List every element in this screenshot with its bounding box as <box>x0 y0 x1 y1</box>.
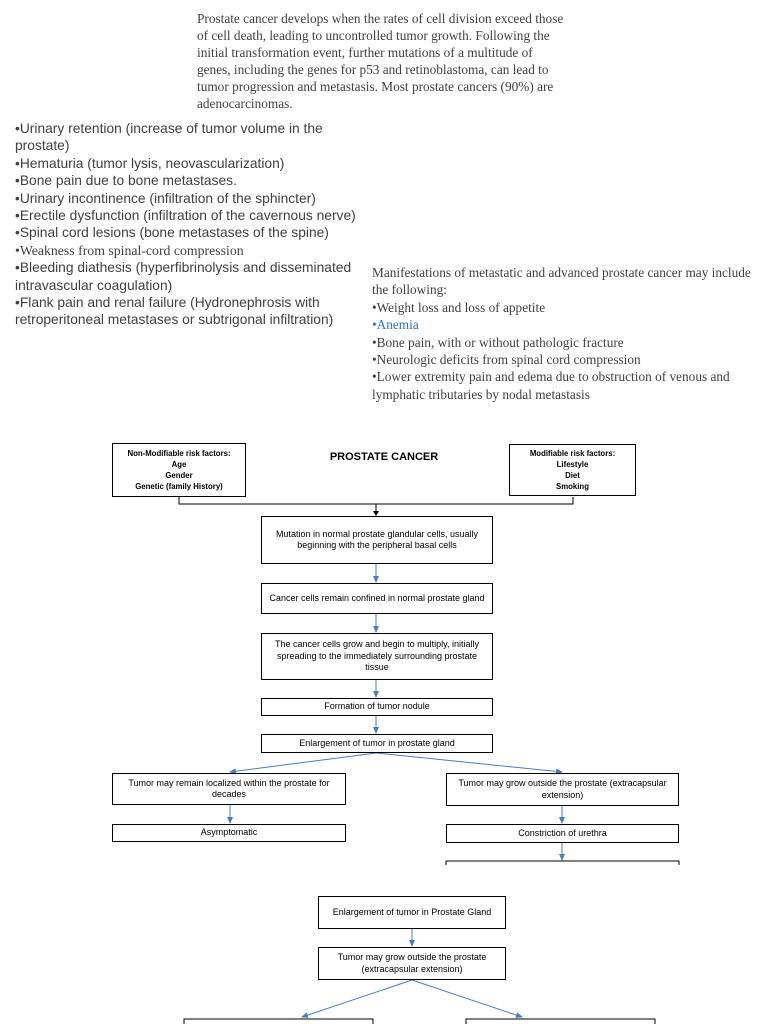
intro-paragraph: Prostate cancer develops when the rates … <box>197 11 564 111</box>
flow-step-box: Enlargement of tumor in prostate gland <box>261 734 493 753</box>
list-item: •Erectile dysfunction (infiltration of t… <box>15 208 356 224</box>
list-item: •Weakness from spinal-cord compression <box>15 242 244 258</box>
box-heading: Non-Modifiable risk factors: <box>127 449 231 458</box>
flow-step-box: Cancer cells remain confined in normal p… <box>261 583 493 614</box>
list-item: •Bone pain due to bone metastases. <box>15 173 237 189</box>
flow-step-box: Mutation in normal prostate glandular ce… <box>261 516 493 564</box>
truncated-box <box>465 1018 656 1024</box>
list-item: •Urinary retention (increase of tumor vo… <box>15 121 323 154</box>
flow-step-box: Enlargement of tumor in Prostate Gland <box>318 896 506 929</box>
risk-factor-brace <box>178 497 574 505</box>
arrow <box>301 979 413 1018</box>
list-item: Smoking <box>556 482 589 491</box>
flow-step-box: The cancer cells grow and begin to multi… <box>261 633 493 680</box>
list-item: Diet <box>565 471 580 480</box>
list-item: Genetic (family History) <box>135 482 223 491</box>
non-modifiable-risk-box: Non-Modifiable risk factors: Age Gender … <box>112 443 246 497</box>
flowchart-title: PROSTATE CANCER <box>329 451 439 463</box>
modifiable-risk-box: Modifiable risk factors: Lifestyle Diet … <box>509 444 636 496</box>
arrow <box>375 752 563 775</box>
list-item: •Flank pain and renal failure (Hydroneph… <box>15 295 334 328</box>
list-item: •Bleeding diathesis (hyperfibrinolysis a… <box>15 260 352 293</box>
arrow <box>411 979 523 1018</box>
flow-step-box: Formation of tumor nodule <box>261 698 493 716</box>
truncated-box <box>445 860 680 865</box>
flow-step-box: Asymptomatic <box>112 824 346 842</box>
list-item: •Lower extremity pain and edema due to o… <box>372 369 730 402</box>
list-item: Age <box>171 460 187 469</box>
list-item: •Bone pain, with or without pathologic f… <box>372 334 624 350</box>
list-item: •Anemia <box>372 317 419 333</box>
metastatic-manifestations: Manifestations of metastatic and advance… <box>372 264 752 403</box>
truncated-box <box>183 1018 374 1024</box>
flow-step-box: Tumor may grow outside the prostate (ext… <box>446 773 679 806</box>
flow-step-box: Constriction of urethra <box>446 824 679 843</box>
list-item: •Weight loss and loss of appetite <box>372 299 546 315</box>
list-item: •Urinary incontinence (infiltration of t… <box>15 190 316 206</box>
flow-step-box: Tumor may grow outside the prostate (ext… <box>318 947 506 980</box>
list-item: •Neurologic deficits from spinal cord co… <box>372 352 641 368</box>
metastatic-heading: Manifestations of metastatic and advance… <box>372 265 751 298</box>
list-item: •Spinal cord lesions (bone metastases of… <box>15 225 329 241</box>
list-item: •Hematuria (tumor lysis, neovascularizat… <box>15 155 285 171</box>
arrow <box>229 752 377 775</box>
flow-step-box: Tumor may remain localized within the pr… <box>112 773 346 805</box>
list-item: Lifestyle <box>556 460 589 469</box>
box-heading: Modifiable risk factors: <box>529 449 616 458</box>
list-item: Gender <box>165 471 193 480</box>
symptoms-list: •Urinary retention (increase of tumor vo… <box>15 120 375 329</box>
